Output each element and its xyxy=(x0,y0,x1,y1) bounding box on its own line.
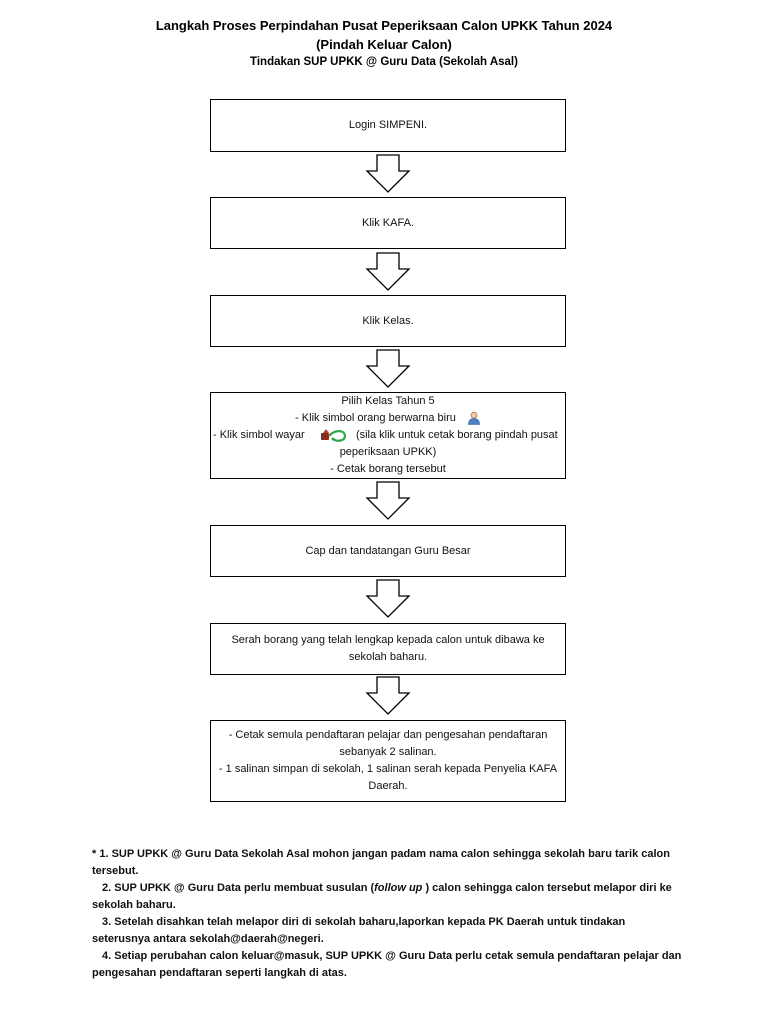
step-text: Login SIMPENI. xyxy=(348,119,428,131)
step-box-kelas: Klik Kelas. xyxy=(210,295,566,347)
step-text: Daerah. xyxy=(368,780,408,792)
down-arrow-icon xyxy=(365,154,411,193)
note-text: 2. SUP UPKK @ Guru Data perlu membuat su… xyxy=(102,882,375,894)
step-box-cetak-semula: - Cetak semula pendaftaran pelajar dan p… xyxy=(210,720,566,802)
page-title-sub: (Pindah Keluar Calon) xyxy=(316,37,452,52)
step-text: Serah borang yang telah lengkap kepada c… xyxy=(231,634,545,646)
step-text: - Cetak borang tersebut xyxy=(330,463,446,475)
step-text: - 1 salinan simpan di sekolah, 1 salinan… xyxy=(218,763,558,775)
step-box-kafa: Klik KAFA. xyxy=(210,197,566,249)
notes-section: * 1. SUP UPKK @ Guru Data Sekolah Asal m… xyxy=(92,846,692,982)
step-text: sebanyak 2 salinan. xyxy=(339,746,437,758)
step-text: (sila klik untuk cetak borang pindah pus… xyxy=(355,429,558,441)
person-icon xyxy=(468,411,480,425)
note-3-cont: seterusnya antara sekolah@daerah@negeri. xyxy=(92,933,324,945)
down-arrow-icon xyxy=(365,349,411,388)
step-text-part: - Klik simbol orang berwarna biru xyxy=(295,412,456,424)
step-line-wayar: - Klik simbol wayar (sila klik untuk cet… xyxy=(211,427,565,444)
note-1-cont: tersebut. xyxy=(92,865,139,877)
step-text: - Klik simbol orang berwarna biru xyxy=(295,410,481,427)
note-4-cont: pengesahan pendaftaran seperti langkah d… xyxy=(92,967,347,979)
step-text: Cap dan tandatangan Guru Besar xyxy=(305,544,471,557)
down-arrow-icon xyxy=(365,481,411,520)
note-text: ) calon sehingga calon tersebut melapor … xyxy=(422,882,672,894)
step-text: peperiksaan UPKK) xyxy=(339,446,437,458)
step-box-pilih-kelas: Pilih Kelas Tahun 5 - Klik simbol orang … xyxy=(210,392,566,479)
note-text-italic: follow up xyxy=(374,882,423,894)
down-arrow-icon xyxy=(365,579,411,618)
step-text: Klik Kelas. xyxy=(362,314,414,327)
step-text: sekolah baharu. xyxy=(348,651,428,663)
note-2-cont: sekolah baharu. xyxy=(92,899,176,911)
step-text: - Klik simbol wayar xyxy=(213,429,305,441)
step-text: Pilih Kelas Tahun 5 xyxy=(341,395,435,407)
step-text: - Cetak semula pendaftaran pelajar dan p… xyxy=(228,729,548,741)
note-1: * 1. SUP UPKK @ Guru Data Sekolah Asal m… xyxy=(92,848,670,860)
down-arrow-icon xyxy=(365,252,411,291)
step-box-serah-borang: Serah borang yang telah lengkap kepada c… xyxy=(210,623,566,675)
page-subtitle: Tindakan SUP UPKK @ Guru Data (Sekolah A… xyxy=(250,56,518,68)
note-2: 2. SUP UPKK @ Guru Data perlu membuat su… xyxy=(92,880,692,897)
step-box-login: Login SIMPENI. xyxy=(210,99,566,152)
step-box-cap: Cap dan tandatangan Guru Besar xyxy=(210,525,566,577)
note-3: 3. Setelah disahkan telah melapor diri d… xyxy=(102,916,626,928)
step-text: Klik KAFA. xyxy=(362,216,414,229)
note-4: 4. Setiap perubahan calon keluar@masuk, … xyxy=(102,950,682,962)
down-arrow-icon xyxy=(365,676,411,715)
page-title: Langkah Proses Perpindahan Pusat Peperik… xyxy=(155,18,613,33)
wire-icon xyxy=(320,429,346,442)
